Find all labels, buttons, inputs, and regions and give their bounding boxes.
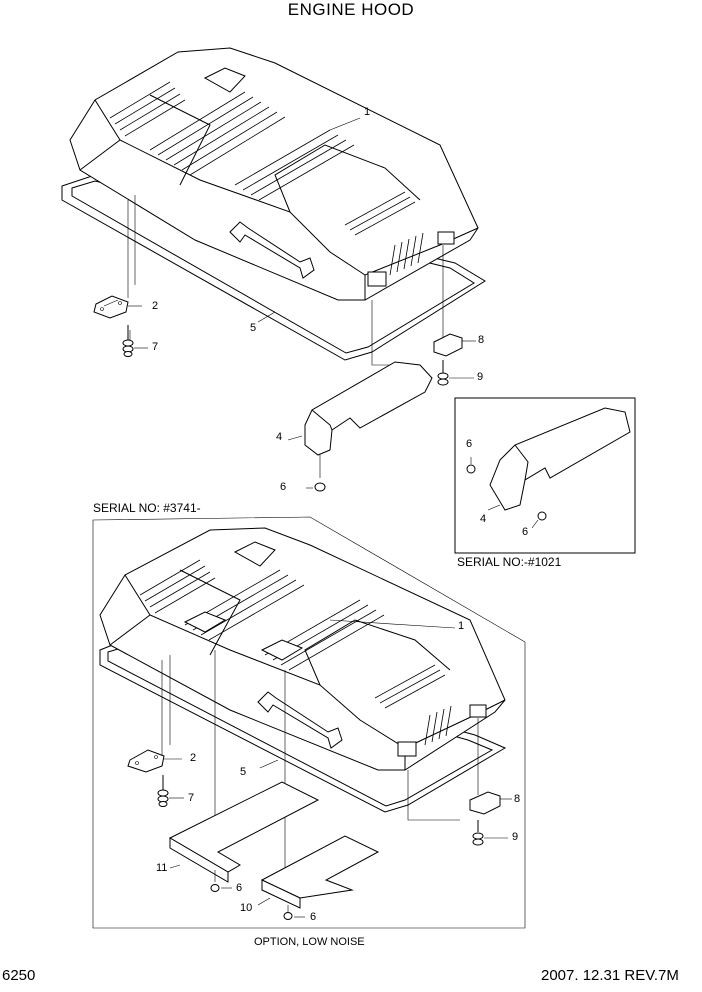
callout-lower-2: 2 xyxy=(190,752,197,764)
hood-lower xyxy=(99,527,507,878)
bolt-lower-7 xyxy=(157,775,184,807)
bolt-upper-9 xyxy=(437,360,474,386)
callout-inset-6a: 6 xyxy=(466,438,473,450)
bracket-upper-8 xyxy=(433,333,476,357)
callout-lower-8: 8 xyxy=(514,793,521,805)
callout-upper-6: 6 xyxy=(280,481,287,493)
hood-body-upper xyxy=(69,47,479,301)
serial-inset-label: SERIAL NO:-#1021 xyxy=(457,555,562,569)
callout-inset-6b: 6 xyxy=(522,526,529,538)
page-title: ENGINE HOOD xyxy=(287,0,415,19)
inset-frame xyxy=(454,397,636,554)
callout-upper-7: 7 xyxy=(152,341,159,353)
panel-10 xyxy=(257,835,380,920)
revision-label: 2007. 12.31 REV.7M xyxy=(541,967,679,984)
hood-upper xyxy=(61,47,486,366)
vents-upper xyxy=(109,81,424,276)
panel-11 xyxy=(168,781,320,892)
callout-upper-8: 8 xyxy=(478,334,485,346)
bolt-upper-7 xyxy=(122,325,148,357)
callout-lower-5: 5 xyxy=(240,766,247,778)
callout-lower-11: 11 xyxy=(156,862,168,874)
callout-upper-2: 2 xyxy=(152,300,159,312)
handle-upper-4 xyxy=(287,361,433,478)
callout-upper-5: 5 xyxy=(250,322,257,334)
serial-lower-label: SERIAL NO: #3741- xyxy=(93,501,201,515)
callout-upper-9: 9 xyxy=(477,371,484,383)
option-caption: OPTION, LOW NOISE xyxy=(254,936,365,948)
screw-upper-6 xyxy=(306,482,326,492)
callout-upper-1: 1 xyxy=(364,106,371,118)
bracket-lower-8 xyxy=(469,791,512,815)
callout-inset-4: 4 xyxy=(480,513,487,525)
hinge-upper xyxy=(93,295,142,319)
handle-inset xyxy=(466,407,631,529)
hood-body-lower xyxy=(99,527,506,771)
callout-lower-6a: 6 xyxy=(236,882,243,894)
bolt-lower-9 xyxy=(472,820,508,846)
callout-lower-10: 10 xyxy=(240,902,253,914)
callout-lower-7: 7 xyxy=(188,792,195,804)
hinge-lower xyxy=(127,749,182,773)
callout-lower-1: 1 xyxy=(458,620,465,632)
option-frame xyxy=(92,516,526,929)
page-number: 6250 xyxy=(2,967,36,984)
callout-upper-4: 4 xyxy=(276,431,283,443)
callout-lower-9: 9 xyxy=(512,831,519,843)
callout-lower-6b: 6 xyxy=(310,911,317,923)
